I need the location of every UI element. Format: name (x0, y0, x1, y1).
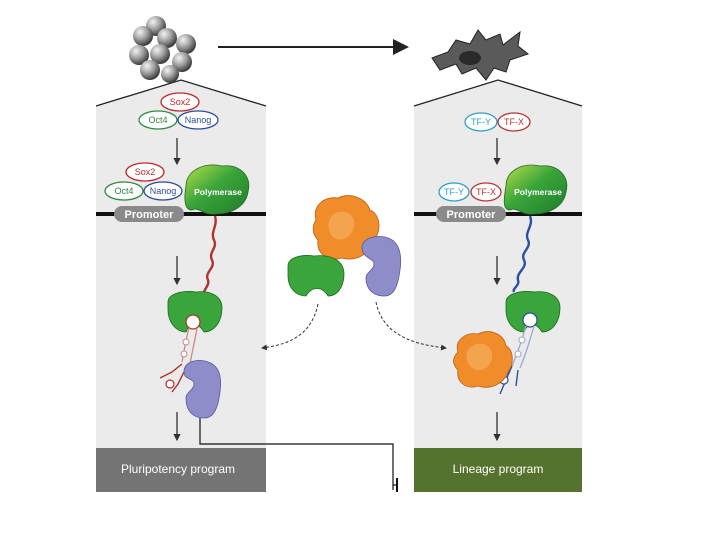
nanog-bound-label: Nanog (150, 186, 177, 196)
right-factor-complex-free: TF-Y TF-X (464, 112, 531, 132)
left-lavender-protein (183, 360, 222, 419)
left-polymerase-label: Polymerase (194, 187, 242, 197)
right-factor-complex-bound: TF-Y TF-X (438, 182, 502, 202)
oct4-bound-label: Oct4 (114, 186, 133, 196)
sox2-bound-label: Sox2 (135, 167, 156, 177)
middle-green-protein (287, 255, 345, 297)
right-program-box: Lineage program (414, 448, 582, 492)
right-program-label: Lineage program (453, 462, 544, 476)
left-program-label: Pluripotency program (121, 462, 235, 476)
oct4-label: Oct4 (148, 115, 167, 125)
nanog-label: Nanog (185, 115, 212, 125)
tfx-label: TF-X (504, 117, 524, 127)
sox2-label: Sox2 (170, 97, 191, 107)
right-promoter: Promoter (436, 206, 506, 222)
right-polymerase-label: Polymerase (514, 187, 562, 197)
left-promoter-label: Promoter (125, 209, 175, 221)
right-orange-protein (453, 331, 513, 388)
right-green-protein (505, 291, 561, 333)
middle-orange-protein (312, 195, 380, 260)
left-green-protein (167, 291, 223, 333)
inhibition-line (199, 418, 394, 490)
stem-cell-cluster (129, 16, 196, 83)
left-program-box: Pluripotency program (96, 448, 266, 492)
middle-lavender-protein (361, 236, 402, 297)
left-factor-complex-bound: Sox2 Oct4 Nanog (104, 162, 183, 201)
left-rna-hairpin (159, 314, 201, 393)
left-promoter: Promoter (114, 206, 184, 222)
left-factor-complex-free: Sox2 Oct4 Nanog (138, 92, 219, 130)
right-promoter-label: Promoter (447, 209, 497, 221)
curved-arrow-right (375, 301, 447, 351)
left-rna-strand (202, 215, 217, 297)
right-panel (413, 79, 583, 492)
tfy-label: TF-Y (471, 117, 491, 127)
tfx-bound-label: TF-X (476, 187, 496, 197)
left-polymerase: Polymerase (184, 164, 250, 215)
right-polymerase: Polymerase (503, 164, 568, 215)
curved-arrow-left (261, 303, 319, 351)
right-rna-strand (512, 215, 533, 293)
left-panel (95, 79, 267, 492)
differentiated-cell (431, 29, 530, 81)
tfy-bound-label: TF-Y (444, 187, 464, 197)
